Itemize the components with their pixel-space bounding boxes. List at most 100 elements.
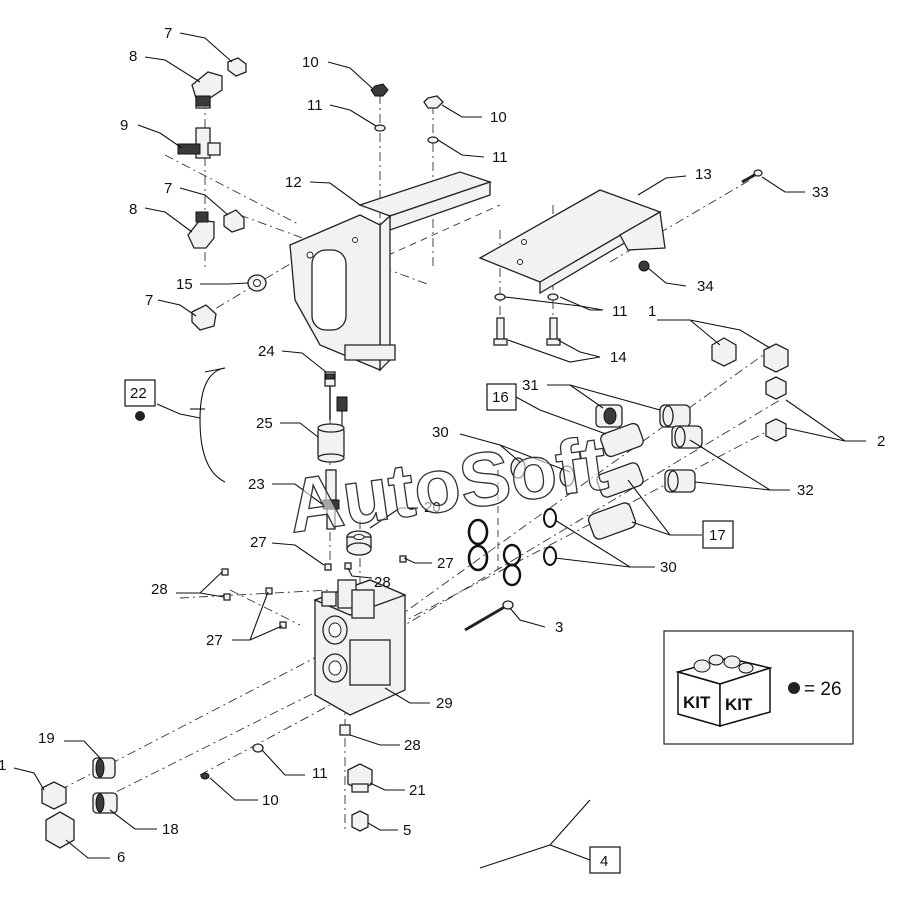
callout-box-17: 17 [702, 520, 734, 549]
part-10-a [370, 83, 389, 97]
svg-text:22: 22 [130, 385, 147, 402]
kit-marker-icon [135, 411, 145, 421]
part-32-b [664, 469, 696, 493]
callout-34: 34 [697, 278, 714, 295]
part-20 [346, 530, 372, 556]
callout-27: 27 [437, 555, 454, 572]
part-1-a [711, 337, 737, 367]
callout-3: 3 [555, 619, 563, 636]
leader-lines [13, 32, 866, 869]
callout-11: 11 [612, 303, 628, 320]
part-8-top [191, 71, 223, 109]
part-11-a [374, 124, 386, 132]
svg-text:4: 4 [600, 853, 608, 870]
solenoid-group [317, 371, 372, 556]
callout-8: 8 [129, 48, 137, 65]
valve-body-29 [313, 579, 407, 716]
callout-7: 7 [164, 25, 172, 42]
callout-13: 13 [695, 166, 712, 183]
callout-box-22: 22 [124, 379, 156, 421]
callout-24: 24 [258, 343, 275, 360]
callout-1: 1 [648, 303, 656, 320]
callout-box-16: 16 [486, 383, 517, 411]
part-19 [92, 757, 116, 779]
callout-numbers: 7 8 9 7 8 15 7 10 11 10 11 12 13 33 34 1… [0, 25, 885, 866]
callout-11: 11 [492, 149, 508, 166]
small-pins [221, 555, 407, 629]
callout-11: 11 [312, 765, 328, 782]
callout-18: 18 [162, 821, 179, 838]
callout-31: 31 [522, 377, 539, 394]
part-17-b [587, 502, 637, 540]
kit-label-right: KIT [725, 695, 753, 714]
part-25 [317, 423, 345, 463]
kit-equals-26: = 26 [804, 679, 842, 700]
callout-25: 25 [256, 415, 273, 432]
part-34 [638, 260, 650, 272]
part-11-c [494, 293, 506, 301]
part-3 [464, 600, 514, 632]
part-1-lower [41, 781, 67, 810]
callout-21: 21 [409, 782, 426, 799]
part-7-lower [191, 304, 217, 331]
part-14-b [546, 317, 561, 346]
callout-10: 10 [262, 792, 279, 809]
bracket-13 [478, 189, 666, 295]
part-18 [92, 792, 118, 814]
kit-legend: KIT KIT = 26 [663, 630, 854, 745]
kit-box-icon: KIT KIT [675, 654, 773, 727]
callout-23: 23 [248, 476, 265, 493]
callout-7: 7 [145, 292, 153, 309]
callout-30: 30 [432, 424, 449, 441]
callout-8: 8 [129, 201, 137, 218]
callout-29: 29 [436, 695, 453, 712]
part-5 [351, 810, 369, 832]
callout-27: 27 [250, 534, 267, 551]
part-21 [347, 763, 373, 793]
svg-text:17: 17 [709, 527, 726, 544]
part-15 [247, 274, 267, 292]
part-24 [324, 371, 336, 387]
part-31-b [659, 404, 691, 428]
callout-19: 19 [38, 730, 55, 747]
part-31-a [595, 404, 623, 428]
part-11-b [427, 136, 439, 144]
callout-28: 28 [374, 574, 391, 591]
callout-28: 28 [404, 737, 421, 754]
part-16 [600, 422, 644, 458]
part-11-d [547, 293, 559, 301]
part-28-bottom [339, 724, 351, 736]
right-fittings [587, 337, 789, 540]
part-7-top [227, 57, 247, 77]
hardware [370, 83, 763, 346]
callout-27: 27 [206, 632, 223, 649]
part-9 [177, 127, 221, 159]
callout-1: 1 [0, 757, 6, 774]
part-23 [322, 469, 340, 530]
callout-box-4: 4 [589, 846, 621, 874]
callout-7: 7 [164, 180, 172, 197]
part-2-a [765, 376, 787, 400]
callout-33: 33 [812, 184, 829, 201]
callout-9: 9 [120, 117, 128, 134]
part-10-c [200, 772, 210, 780]
part-8-lower [187, 211, 215, 249]
callout-10: 10 [490, 109, 507, 126]
callout-11: 11 [307, 97, 323, 114]
part-17-a [596, 462, 644, 498]
part-7-mid [223, 209, 245, 233]
boxed-callouts: 16 17 22 4 [124, 379, 734, 874]
part-6 [45, 811, 75, 849]
callout-6: 6 [117, 849, 125, 866]
callout-30: 30 [660, 559, 677, 576]
part-11-e [252, 743, 264, 753]
part-33 [741, 169, 763, 184]
callout-15: 15 [176, 276, 193, 293]
callout-20: 20 [424, 499, 441, 516]
kit-marker-icon [788, 682, 800, 694]
part-10-b [423, 95, 444, 109]
o-rings [467, 457, 575, 587]
lower-fittings [41, 555, 407, 849]
